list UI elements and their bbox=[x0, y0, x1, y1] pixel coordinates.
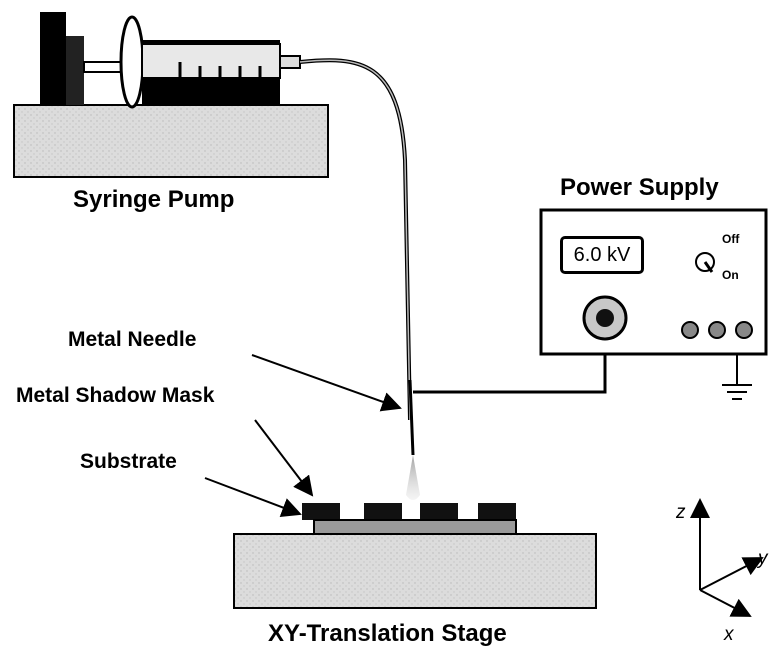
barrel-graduations bbox=[178, 62, 262, 78]
pump-pusher-block bbox=[40, 12, 66, 105]
label-power-supply: Power Supply bbox=[560, 174, 719, 201]
switch-on-label: On bbox=[722, 268, 739, 282]
metal-needle-arrow bbox=[251, 354, 402, 412]
switch-off-label: Off bbox=[722, 232, 740, 246]
label-metal-shadow-mask: Metal Shadow Mask bbox=[16, 384, 215, 407]
syringe-nozzle bbox=[279, 55, 301, 69]
mask-bar-2 bbox=[364, 503, 402, 520]
pump-pusher-plate bbox=[66, 36, 84, 105]
metal-needle bbox=[408, 379, 415, 456]
mask-bar-4 bbox=[478, 503, 516, 520]
label-syringe-pump: Syringe Pump bbox=[73, 186, 235, 213]
shadow-mask-arrow bbox=[254, 419, 314, 497]
x-axis bbox=[699, 589, 752, 617]
substrate bbox=[313, 519, 517, 535]
indicator-dot-2 bbox=[708, 321, 726, 339]
power-switch-lever bbox=[703, 261, 714, 273]
syringe-pump-base bbox=[13, 104, 329, 178]
power-supply-box bbox=[539, 208, 768, 356]
mask-bar-1 bbox=[302, 503, 340, 520]
label-xy-translation-stage: XY-Translation Stage bbox=[268, 620, 507, 647]
voltage-display: 6.0 kV bbox=[560, 236, 644, 274]
z-axis-label: z bbox=[676, 502, 686, 523]
mask-bar-3 bbox=[420, 503, 458, 520]
shadow-mask bbox=[302, 503, 516, 520]
syringe-pump bbox=[13, 12, 329, 178]
y-axis-label: y bbox=[758, 548, 768, 569]
spray-plume bbox=[406, 455, 420, 500]
capillary-tube-inner bbox=[299, 59, 411, 421]
label-metal-needle: Metal Needle bbox=[68, 328, 197, 351]
label-substrate: Substrate bbox=[80, 450, 177, 473]
x-axis-label: x bbox=[724, 624, 734, 645]
plunger-flange bbox=[119, 15, 145, 109]
indicator-dot-1 bbox=[681, 321, 699, 339]
power-supply bbox=[539, 208, 768, 356]
coordinate-axes bbox=[690, 498, 764, 617]
indicator-dot-3 bbox=[735, 321, 753, 339]
hv-output-terminal-inner bbox=[596, 309, 614, 327]
substrate-arrow bbox=[204, 477, 302, 517]
y-axis bbox=[699, 557, 764, 591]
ground-symbol bbox=[722, 354, 752, 400]
xy-translation-stage bbox=[233, 533, 597, 609]
